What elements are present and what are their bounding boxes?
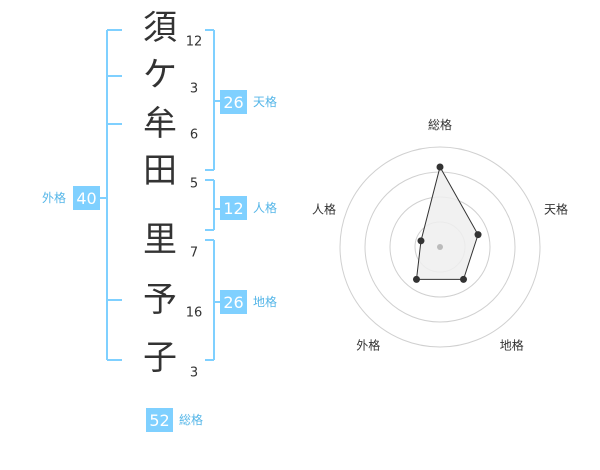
name-char: 子 <box>143 338 177 378</box>
stroke-count: 12 <box>186 35 203 50</box>
chikaku-value-bg <box>220 290 247 314</box>
radar-data-point <box>474 231 482 239</box>
soukaku-value-bg <box>146 408 173 432</box>
radar-data-point <box>460 275 468 283</box>
radar-axis-label: 人格 <box>312 201 336 216</box>
stroke-count: 3 <box>190 82 198 97</box>
radar-axis-label: 外格 <box>356 338 380 353</box>
stroke-count: 7 <box>190 246 198 261</box>
jinkaku-label: 人格 <box>253 200 277 215</box>
radar-axis-label: 天格 <box>544 201 568 216</box>
gaikaku-value: 40 <box>76 189 96 208</box>
radar-data-point <box>436 163 444 171</box>
name-char: ケ <box>143 55 177 95</box>
tenkaku-value-bg <box>220 90 247 114</box>
gaikaku-value-bg <box>73 186 100 210</box>
chikaku-label: 地格 <box>253 294 277 309</box>
soukaku-value: 52 <box>149 411 169 430</box>
name-char: 予 <box>143 280 177 320</box>
soukaku-label: 総格 <box>179 412 203 427</box>
jinkaku-value: 12 <box>223 199 243 218</box>
stroke-count: 6 <box>190 128 198 143</box>
jinkaku-value-bg <box>220 196 247 220</box>
radar-data-point <box>417 237 425 245</box>
name-char: 里 <box>143 220 177 260</box>
radar-axis-label: 総格 <box>428 117 452 132</box>
radar-data-point <box>412 275 420 283</box>
stroke-count: 16 <box>186 306 203 321</box>
radar-axis-label: 地格 <box>500 338 524 353</box>
tenkaku-value: 26 <box>223 93 243 112</box>
name-char: 牟 <box>143 104 177 144</box>
stroke-count: 5 <box>190 177 198 192</box>
chikaku-value: 26 <box>223 293 243 312</box>
radar-data-area <box>415 165 479 280</box>
stroke-count: 3 <box>190 366 198 381</box>
tenkaku-label: 天格 <box>253 94 277 109</box>
name-char: 田 <box>143 151 177 191</box>
radar-grid-ring <box>339 146 541 348</box>
name-char: 須 <box>143 8 177 48</box>
gaikaku-label: 外格 <box>42 190 66 205</box>
radar-center-dot <box>437 244 443 250</box>
